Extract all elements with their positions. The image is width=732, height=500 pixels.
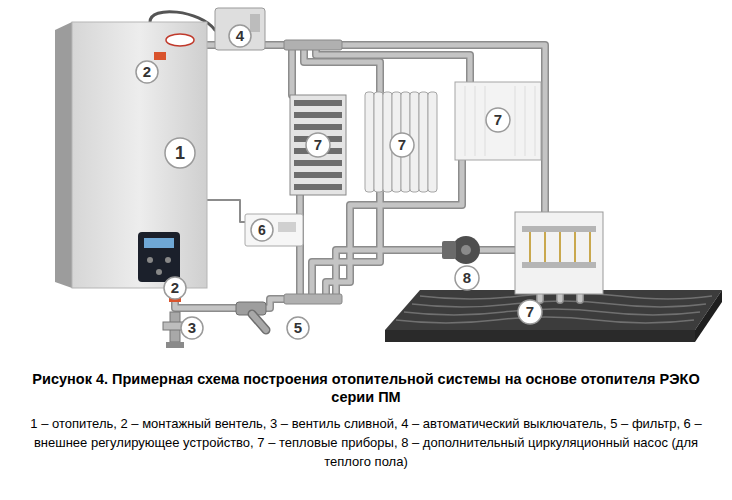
callout-number: 4: [236, 27, 244, 45]
callout-number: 7: [314, 136, 322, 154]
pump: [442, 236, 480, 264]
callout-number: 2: [143, 63, 151, 81]
callout-number: 3: [188, 319, 196, 337]
sectional-radiator: [365, 92, 437, 192]
callout-number: 2: [171, 279, 179, 297]
callout-number: 7: [398, 136, 406, 154]
panel-radiator: [455, 82, 541, 160]
callout-number: 5: [294, 319, 302, 337]
figure-title: Рисунок 4. Примерная схема построения от…: [10, 370, 722, 406]
figure-caption: 1 – отопитель, 2 – монтажный вентель, 3 …: [12, 414, 720, 471]
callout-number: 8: [463, 269, 471, 287]
convector: [290, 95, 346, 195]
manifold: [284, 40, 342, 50]
manifold: [284, 294, 342, 304]
warm-floor: [385, 290, 722, 342]
callout-circles: [136, 25, 542, 339]
valve: [154, 52, 166, 60]
callout-number: 6: [258, 221, 266, 239]
callout-number: 1: [175, 144, 185, 162]
circuit-breaker: [215, 8, 265, 50]
callout-number: 7: [494, 111, 502, 129]
controller: [245, 214, 303, 246]
callout-number: 7: [526, 303, 534, 321]
boiler: [55, 22, 207, 288]
filter: [236, 302, 266, 330]
floor-manifold-cabinet: [515, 212, 603, 294]
